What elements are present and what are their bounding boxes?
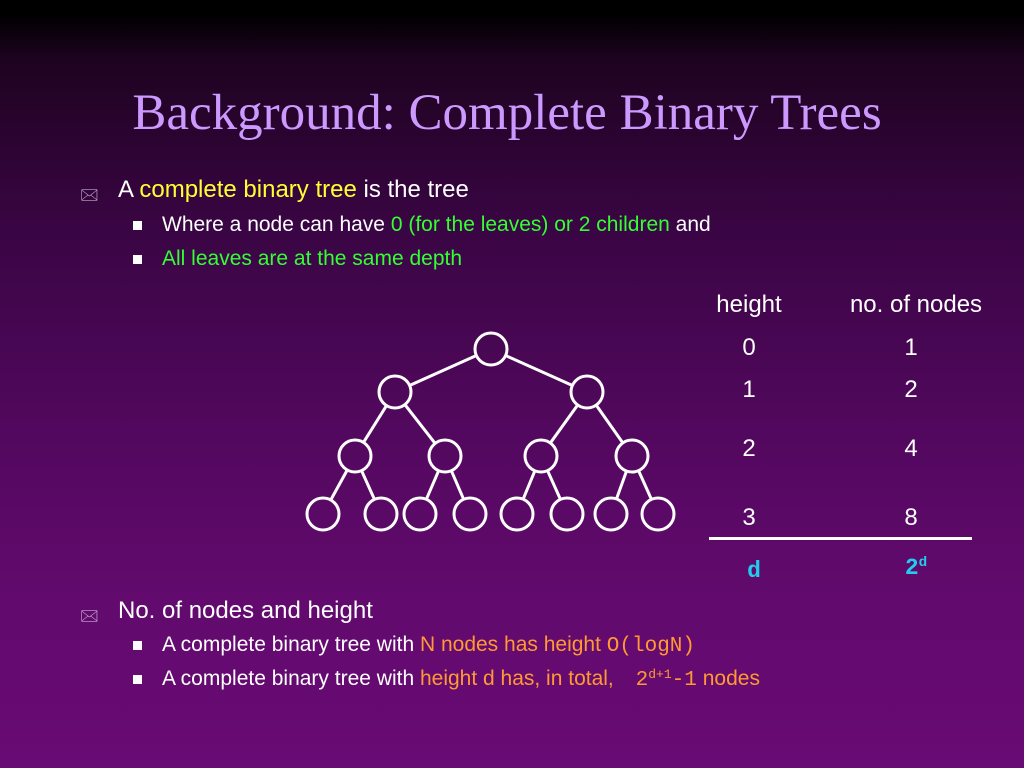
tree-node xyxy=(305,496,341,532)
sub1-suffix: and xyxy=(675,213,711,236)
sub-bullet-height-logn: A complete binary tree with N nodes has … xyxy=(162,633,695,658)
tree-node xyxy=(337,438,373,474)
square-bullet-icon xyxy=(133,221,142,230)
tree-node xyxy=(377,374,413,410)
tree-node xyxy=(473,331,509,367)
table-cell-nodes: 8 xyxy=(904,504,918,531)
sub1-highlight: 0 (for the leaves) or 2 children xyxy=(390,213,670,236)
tree-edge xyxy=(549,404,579,444)
sub2-highlight: All leaves are at the same depth xyxy=(162,247,463,270)
table-cell-nodes: 1 xyxy=(904,334,918,361)
tree-edge xyxy=(329,469,349,501)
tree-node xyxy=(499,496,535,532)
tree-edge xyxy=(594,404,625,444)
tree-node xyxy=(640,496,676,532)
sub3-highlight: N nodes has height xyxy=(419,633,601,656)
sub1-prefix: Where a node can have xyxy=(162,213,385,236)
sub4-formula-base: 2 xyxy=(635,669,649,692)
tree-node xyxy=(549,496,585,532)
formula-nodes-base: 2 xyxy=(904,555,919,581)
tree-edge xyxy=(449,470,466,500)
tree-edge xyxy=(362,404,388,444)
table-cell-height: 2 xyxy=(742,435,756,462)
tree-edge xyxy=(615,470,628,500)
bullet-nodes-and-height: No. of nodes and height xyxy=(118,597,373,624)
tree-edge xyxy=(424,470,441,500)
bullet-complete-binary-tree: A complete binary tree is the tree xyxy=(118,176,469,204)
sub4-suffix: nodes xyxy=(702,667,760,690)
sub4-formula-exponent: d+1 xyxy=(648,666,672,682)
sub-bullet-total-nodes: A complete binary tree with height d has… xyxy=(162,667,760,692)
sub3-prefix: A complete binary tree with xyxy=(162,633,415,656)
envelope-icon: 🖂 xyxy=(80,187,99,204)
sub-bullet-children: Where a node can have 0 (for the leaves)… xyxy=(162,213,711,237)
bullet1-suffix: is the tree xyxy=(363,176,469,203)
tree-node xyxy=(593,496,629,532)
table-cell-height: 0 xyxy=(742,334,756,361)
sub-bullet-same-depth: All leaves are at the same depth xyxy=(162,247,462,271)
tree-node xyxy=(427,438,463,474)
tree-node xyxy=(363,496,399,532)
table-cell-height: 3 xyxy=(742,504,756,531)
table-cell-nodes: 2 xyxy=(904,376,918,403)
tree-node xyxy=(523,438,559,474)
tree-edge xyxy=(504,354,574,387)
tree-edge xyxy=(403,403,437,445)
table-header-nodes: no. of nodes xyxy=(849,291,983,318)
sub4-formula: 2d+1-1 xyxy=(635,666,697,692)
tree-node xyxy=(452,496,488,532)
sub3-code: O(logN) xyxy=(606,635,695,658)
tree-edge xyxy=(546,469,562,501)
formula-height: d xyxy=(747,558,761,584)
tree-edge xyxy=(360,469,376,501)
bullet1-prefix: A xyxy=(118,176,133,203)
sub4-prefix: A complete binary tree with xyxy=(162,667,415,690)
tree-edge xyxy=(521,470,537,500)
formula-nodes: 2d xyxy=(886,555,946,581)
square-bullet-icon xyxy=(133,641,142,650)
sub4-highlight: height d has, in total, xyxy=(419,667,614,690)
table-divider xyxy=(709,537,972,540)
tree-edge xyxy=(637,469,653,501)
bullet1-highlight: complete binary tree xyxy=(139,176,357,203)
envelope-icon: 🖂 xyxy=(80,608,99,625)
square-bullet-icon xyxy=(133,675,142,684)
slide-title: Background: Complete Binary Trees xyxy=(132,85,882,141)
tree-node xyxy=(569,374,605,410)
tree-edge xyxy=(408,354,478,387)
square-bullet-icon xyxy=(133,255,142,264)
tree-node xyxy=(402,496,438,532)
table-header-height: height xyxy=(716,291,782,318)
tree-node xyxy=(614,438,650,474)
sub4-formula-suffix: -1 xyxy=(671,669,697,692)
table-cell-nodes: 4 xyxy=(904,435,918,462)
table-cell-height: 1 xyxy=(742,376,756,403)
formula-nodes-exponent: d xyxy=(918,555,928,572)
